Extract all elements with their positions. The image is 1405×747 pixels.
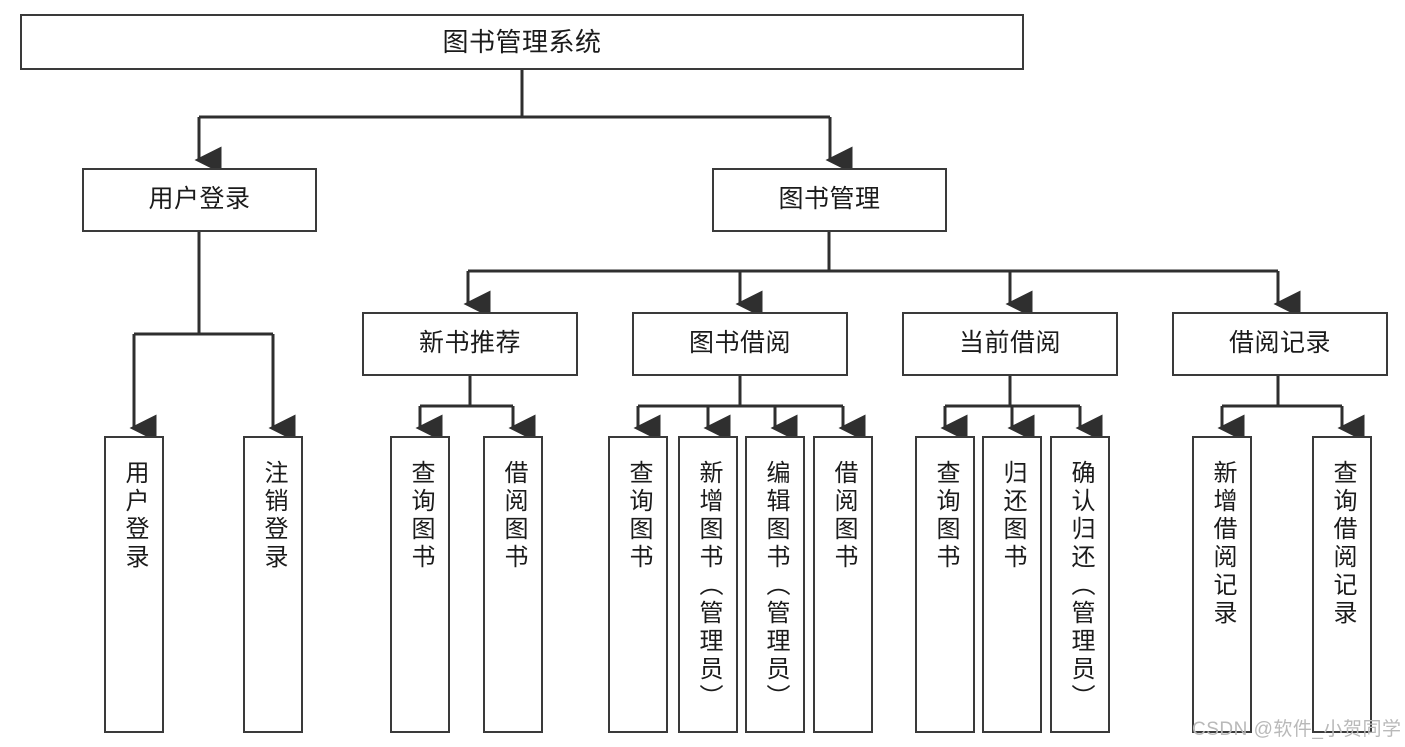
leaf-borrow-books-bb[interactable]: 借阅图书 — [813, 436, 873, 733]
node-label: 查询图书 — [407, 460, 434, 572]
leaf-query-books-bb[interactable]: 查询图书 — [608, 436, 668, 733]
node-label: 图书管理系统 — [442, 26, 602, 57]
leaf-user-login[interactable]: 用户登录 — [104, 436, 164, 733]
node-label: 借阅记录 — [1228, 329, 1331, 358]
leaf-return-books[interactable]: 归还图书 — [982, 436, 1042, 733]
node-label: 新书推荐 — [418, 329, 521, 358]
node-label: 查询图书 — [625, 460, 652, 572]
node-label: 图书管理 — [778, 185, 881, 214]
node-book-borrowing[interactable]: 图书借阅 — [632, 312, 848, 376]
watermark-text: CSDN @软件_小贺同学 — [1192, 719, 1402, 740]
leaf-add-book-admin[interactable]: 新增图书（管理员） — [678, 436, 738, 733]
node-label: 编辑图书（管理员） — [762, 460, 789, 712]
node-label: 查询借阅记录 — [1329, 460, 1356, 628]
node-label: 图书借阅 — [688, 329, 791, 358]
node-label: 借阅图书 — [500, 460, 527, 572]
leaf-logout[interactable]: 注销登录 — [243, 436, 303, 733]
node-label: 查询图书 — [932, 460, 959, 572]
leaf-borrow-books-nbr[interactable]: 借阅图书 — [483, 436, 543, 733]
leaf-add-borrow-record[interactable]: 新增借阅记录 — [1192, 436, 1252, 733]
node-label: 用户登录 — [148, 185, 251, 214]
node-label: 新增图书（管理员） — [695, 460, 722, 712]
node-book-management[interactable]: 图书管理 — [712, 168, 947, 232]
node-borrowing-record[interactable]: 借阅记录 — [1172, 312, 1388, 376]
node-book-management-system[interactable]: 图书管理系统 — [20, 14, 1024, 70]
node-user-login[interactable]: 用户登录 — [82, 168, 317, 232]
leaf-query-books-cb[interactable]: 查询图书 — [915, 436, 975, 733]
node-label: 归还图书 — [999, 460, 1026, 572]
node-label: 注销登录 — [260, 460, 287, 572]
leaf-confirm-return-admin[interactable]: 确认归还（管理员） — [1050, 436, 1110, 733]
leaf-query-books-nbr[interactable]: 查询图书 — [390, 436, 450, 733]
node-label: 当前借阅 — [958, 329, 1061, 358]
node-label: 用户登录 — [121, 460, 148, 572]
node-label: 新增借阅记录 — [1209, 460, 1236, 628]
leaf-query-borrow-record[interactable]: 查询借阅记录 — [1312, 436, 1372, 733]
node-new-book-recommendation[interactable]: 新书推荐 — [362, 312, 578, 376]
node-label: 借阅图书 — [830, 460, 857, 572]
node-current-borrowing[interactable]: 当前借阅 — [902, 312, 1118, 376]
node-label: 确认归还（管理员） — [1067, 460, 1094, 712]
leaf-edit-book-admin[interactable]: 编辑图书（管理员） — [745, 436, 805, 733]
